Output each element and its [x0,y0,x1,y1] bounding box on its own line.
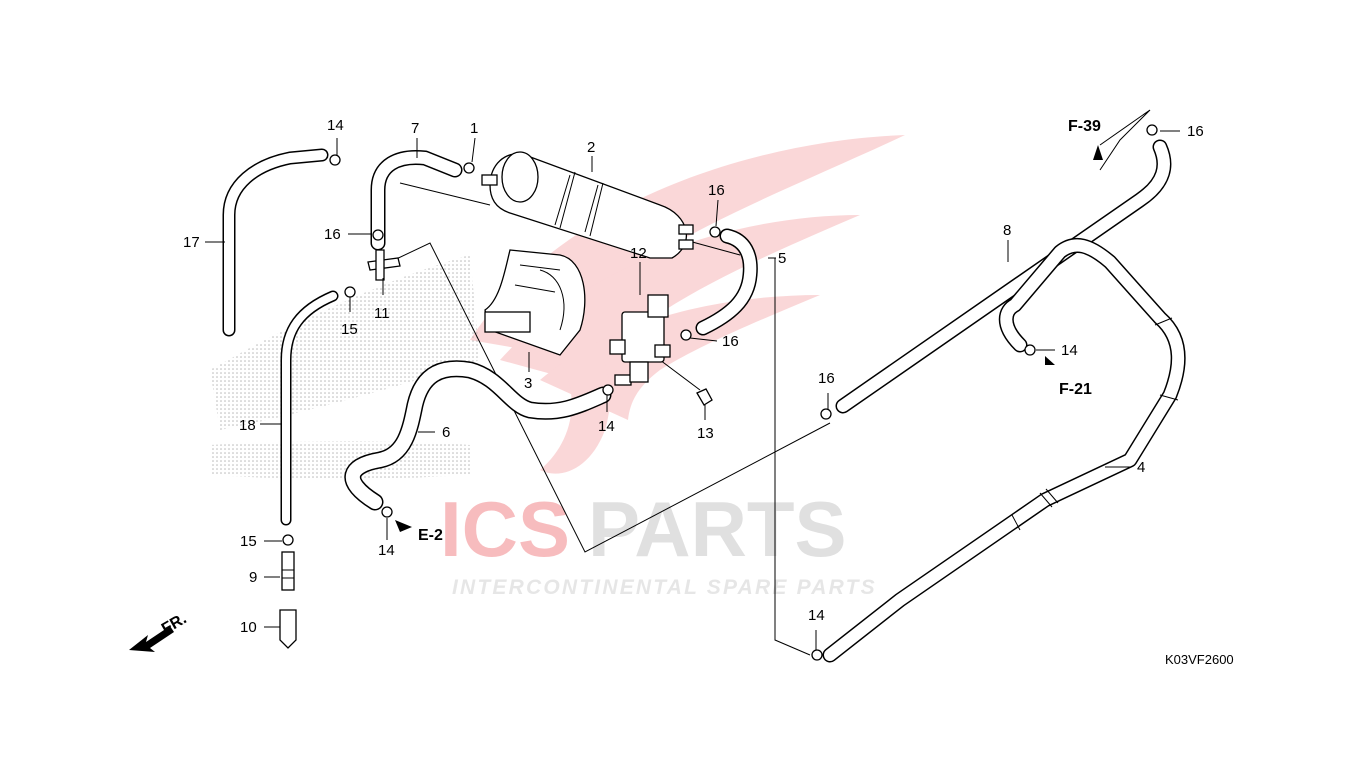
label-13: 13 [697,425,714,442]
label-16: 16 [324,226,341,243]
clips [282,124,1158,661]
label-14: 14 [598,418,615,435]
canister [481,151,694,259]
label-4: 4 [1137,459,1145,476]
joint-11 [367,249,401,281]
label-16: 16 [708,182,725,199]
fitting-9 [281,551,295,591]
label-15: 15 [341,321,358,338]
label-3: 3 [524,375,532,392]
reference-arrows [129,145,1103,652]
label-14: 14 [808,607,825,624]
diagram-code: K03VF2600 [1165,652,1234,667]
label-14: 14 [378,542,395,559]
hose-7 [370,149,463,251]
cap-10 [279,609,297,649]
ref-f21: F-21 [1059,381,1092,398]
label-9: 9 [249,569,257,586]
solenoid-valve [609,294,671,386]
label-16: 16 [818,370,835,387]
label-18: 18 [239,417,256,434]
watermark-brand-grey: PARTS [588,485,847,573]
leader-lines [205,130,1180,650]
label-8: 8 [1003,222,1011,239]
hose-4 [822,237,1186,663]
canister-bracket [484,249,586,356]
label-15: 15 [240,533,257,550]
label-14: 14 [1061,342,1078,359]
watermark-text: ICS PARTS INTERCONTINENTAL SPARE PARTS [440,485,877,599]
label-16: 16 [722,333,739,350]
label-12: 12 [630,245,647,262]
label-17: 17 [183,234,200,251]
watermark-tagline: INTERCONTINENTAL SPARE PARTS [452,576,877,599]
hose-17 [222,148,329,337]
part-labels: 1 2 3 4 5 6 7 8 9 10 11 12 13 14 14 14 1… [183,117,1204,636]
label-5: 5 [778,250,786,267]
label-2: 2 [587,139,595,156]
watermark-brand-red: ICS [440,485,570,573]
ref-e2: E-2 [418,527,443,544]
hose-5 [695,228,758,336]
hose-8 [835,139,1172,414]
label-7: 7 [411,120,419,137]
hose-6 [344,360,612,511]
label-11: 11 [374,305,390,322]
label-1: 1 [470,120,478,137]
label-14: 14 [327,117,344,134]
bolt-13 [696,388,713,406]
hose-18 [280,290,339,526]
label-6: 6 [442,424,450,441]
reference-labels: F-39 F-21 E-2 FR. [159,118,1101,638]
ref-f39: F-39 [1068,118,1101,135]
label-10: 10 [240,619,257,636]
label-16: 16 [1187,123,1204,140]
